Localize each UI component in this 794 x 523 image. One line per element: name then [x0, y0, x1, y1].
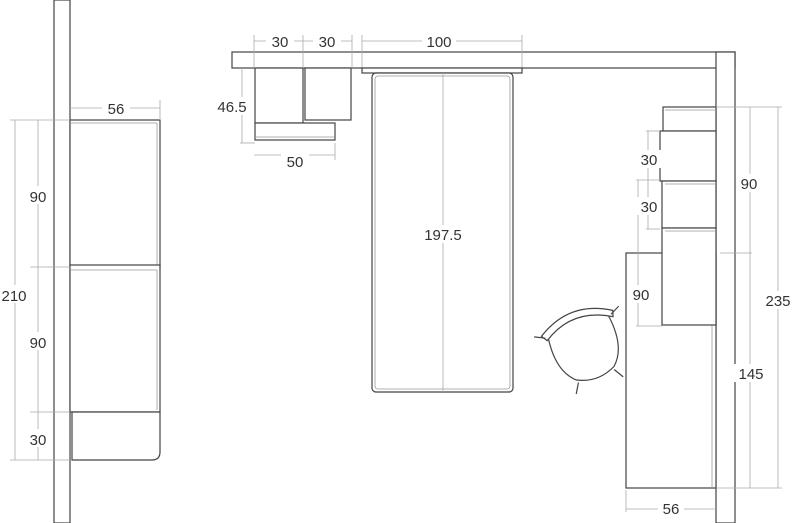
- top-wall: [231, 51, 736, 69]
- dim-left-middle: 90: [30, 335, 47, 352]
- dim-right-desk-width: 56: [663, 501, 680, 518]
- top-shelves: [254, 67, 352, 141]
- chair: [534, 305, 624, 395]
- dim-left-width: 56: [108, 101, 125, 118]
- dim-top-bottom-width: 50: [287, 154, 304, 171]
- dim-top-depth: 46.5: [217, 99, 246, 116]
- dim-left-upper: 90: [30, 189, 47, 206]
- dim-right-desk-length: 145: [738, 366, 763, 383]
- dim-right-shelf-a: 30: [641, 152, 658, 169]
- left-wall: [53, 0, 71, 523]
- dim-top-shelf-a: 30: [272, 34, 289, 51]
- dim-top-shelf-b: 30: [319, 34, 336, 51]
- dim-left-bottom: 30: [30, 432, 47, 449]
- dim-bed-length: 197.5: [424, 227, 462, 244]
- dim-top-desk-width: 100: [426, 34, 451, 51]
- left-wardrobe: [69, 119, 161, 461]
- dim-right-lower: 90: [633, 287, 650, 304]
- dim-right-shelf-b: 30: [641, 199, 658, 216]
- right-dimensions: [625, 106, 782, 512]
- dim-right-upper-total: 90: [741, 176, 758, 193]
- left-bench: [71, 411, 161, 461]
- right-wall: [715, 51, 736, 523]
- dim-left-total: 210: [1, 288, 26, 305]
- dim-right-total: 235: [765, 293, 790, 310]
